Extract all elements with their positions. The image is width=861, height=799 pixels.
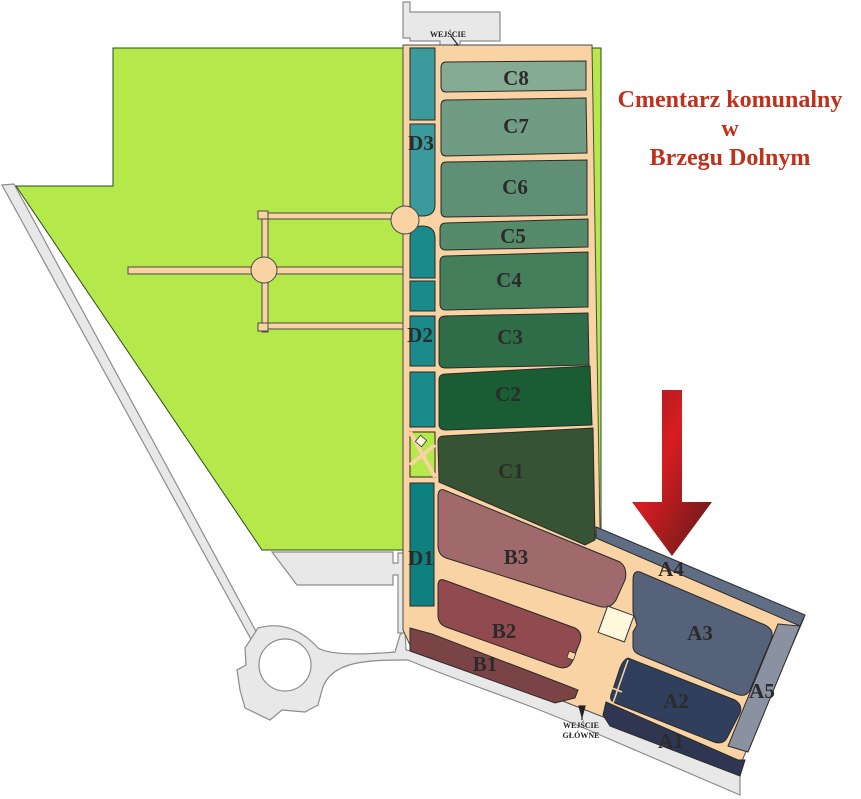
plot-D2: [409, 315, 436, 367]
avenue-roundabout: [390, 205, 420, 235]
label-A3: A3: [687, 621, 713, 645]
plot-C3: [438, 312, 590, 369]
title-line-3: Brzegu Dolnym: [649, 145, 811, 171]
label-D3: D3: [408, 131, 434, 155]
label-C6: C6: [502, 175, 528, 199]
label-C7: C7: [503, 114, 529, 138]
label-A4: A4: [658, 557, 684, 581]
label-D1: D1: [408, 546, 434, 570]
plot-C6: [440, 159, 588, 218]
plot-C5: [439, 218, 589, 251]
plot-D3-upper: [409, 47, 436, 121]
top-entrance-label: WEJŚCIE: [430, 29, 466, 39]
parking-lot-north: [402, 1, 501, 47]
label-B1: B1: [473, 652, 498, 676]
plot-B3: [437, 489, 627, 608]
plot-A3: [632, 571, 773, 696]
label-A1: A1: [658, 729, 684, 753]
label-A2: A2: [663, 689, 689, 713]
plot-D2-upper: [409, 225, 436, 279]
map-title: Cmentarz komunalny w Brzegu Dolnym: [600, 86, 860, 173]
label-C8: C8: [503, 66, 529, 90]
section-A: [602, 571, 773, 777]
parking-lot-west: [270, 551, 406, 634]
section-B: [409, 489, 627, 704]
plot-C8: [440, 60, 587, 93]
label-A5: A5: [749, 679, 775, 703]
plot-D1: [409, 482, 435, 607]
location-arrow-icon: [632, 390, 712, 556]
plot-C4: [439, 251, 589, 311]
label-D2: D2: [407, 323, 433, 347]
label-C2: C2: [495, 382, 521, 406]
plot-C1: [437, 427, 596, 546]
label-C5: C5: [500, 224, 526, 248]
title-line-1: Cmentarz komunalny: [617, 87, 843, 113]
label-C1: C1: [498, 459, 524, 483]
main-entrance-arrow-icon: [578, 705, 586, 720]
plot-B1: [409, 627, 579, 704]
title-line-2: w: [721, 116, 739, 142]
label-C3: C3: [497, 325, 523, 349]
chapel-building: [597, 605, 635, 643]
label-B3: B3: [504, 545, 529, 569]
top-entrance-arrow-icon: [450, 35, 460, 46]
plot-A1: [602, 701, 746, 777]
plot-B2: [437, 579, 582, 669]
roundabout-island: [258, 638, 312, 692]
plot-A5: [727, 623, 801, 753]
main-entrance-label-2: GŁÓWNE: [563, 730, 600, 740]
plot-C7: [440, 97, 588, 157]
main-entrance-label-1: WEJŚCIE: [563, 720, 599, 730]
plot-A2: [610, 657, 742, 744]
plot-C2: [438, 365, 593, 431]
label-C4: C4: [496, 268, 522, 292]
section-D: [408, 47, 437, 607]
section-C: [437, 60, 596, 546]
label-B2: B2: [492, 619, 517, 643]
